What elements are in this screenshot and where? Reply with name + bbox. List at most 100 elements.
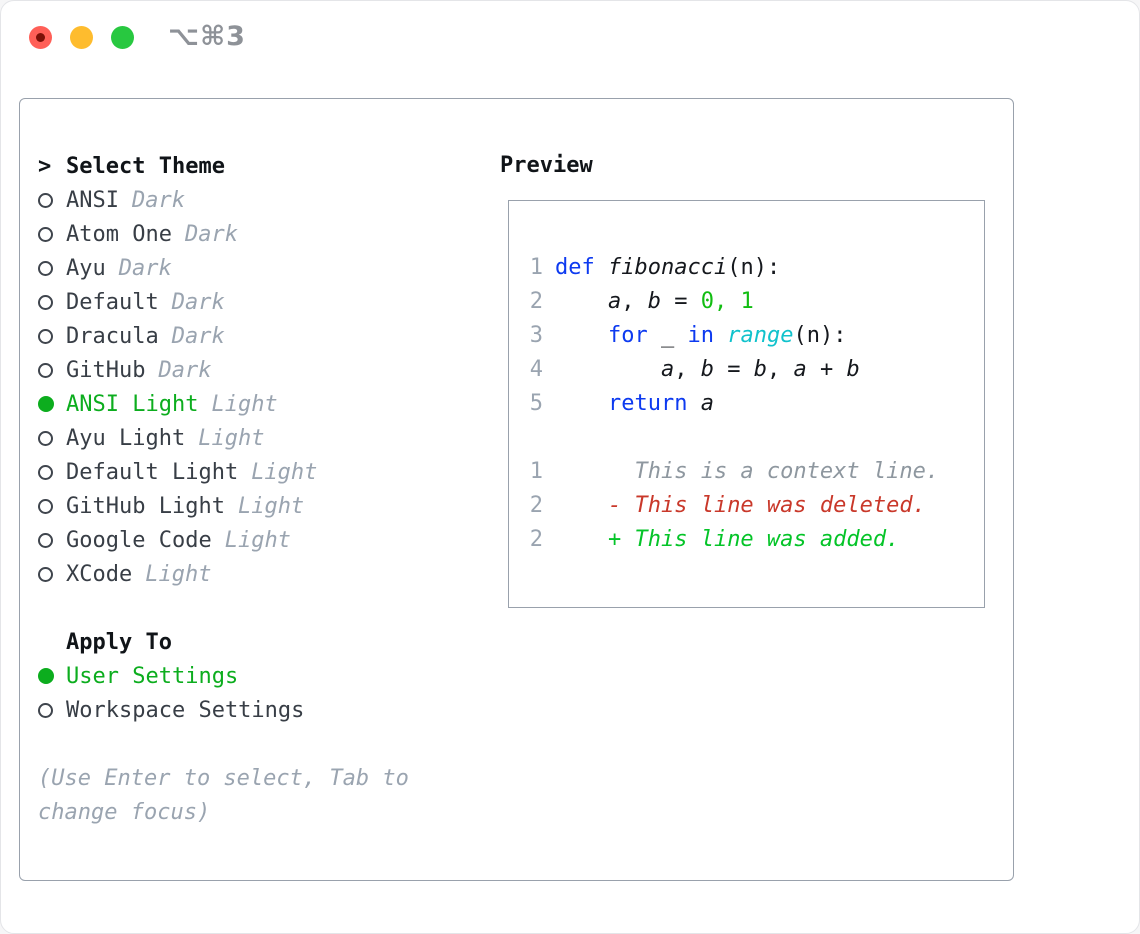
code-segment: - This line was deleted. (607, 493, 926, 518)
code-segment: + This line was added. (607, 527, 900, 552)
code-segment: , (621, 289, 648, 314)
line-content: a, b = 0, 1 (555, 285, 754, 319)
radio-icon (38, 226, 66, 242)
code-segment: = (660, 289, 701, 314)
radio-icon (38, 294, 66, 310)
theme-option-github[interactable]: GitHub Dark (38, 353, 498, 387)
line-number: 5 (529, 391, 543, 416)
radio-icon (38, 362, 53, 378)
preview-diff-added-line: 2 + This line was added. (509, 523, 984, 557)
theme-variant-tag: Dark (158, 357, 212, 383)
zoom-button[interactable] (111, 26, 134, 49)
line-content: return a (555, 387, 714, 421)
code-segment (555, 323, 608, 348)
apply-option-label: Workspace Settings (66, 697, 305, 723)
line-content: This is a context line. (555, 455, 939, 489)
code-segment: a (700, 391, 714, 416)
radio-icon (38, 464, 66, 480)
radio-icon (38, 362, 66, 378)
code-segment: , (674, 357, 701, 382)
hint-line-1: (Use Enter to select, Tab to (38, 765, 409, 791)
code-segment: b (700, 357, 714, 382)
code-segment: in (687, 323, 714, 348)
theme-variant-tag: Light (198, 425, 265, 451)
radio-icon (38, 328, 53, 344)
code-segment: a (607, 289, 622, 314)
code-segment: fibonacci (607, 255, 728, 280)
theme-option-default-light[interactable]: Default Light Light (38, 455, 498, 489)
radio-icon (38, 430, 53, 446)
theme-name: Ayu Light (66, 425, 186, 451)
radio-icon (38, 226, 53, 242)
code-segment: This is a context line. (555, 459, 940, 484)
code-segment (687, 391, 700, 416)
radio-icon (38, 702, 53, 718)
line-content: - This line was deleted. (555, 489, 926, 523)
code-segment (555, 357, 661, 382)
code-segment: , (766, 357, 794, 382)
code-segment: + (806, 357, 847, 382)
line-content: + This line was added. (555, 523, 899, 557)
line-content: a, b = b, a + b (555, 353, 860, 387)
code-segment: (n): (727, 255, 781, 280)
line-number: 1 (529, 459, 543, 484)
radio-icon (38, 464, 53, 480)
line-content: def fibonacci(n): (555, 251, 780, 285)
theme-variant-tag: Light (224, 527, 291, 553)
theme-variant-tag: Light (251, 459, 318, 485)
radio-icon (38, 566, 53, 582)
theme-name: Default (66, 289, 159, 315)
code-segment: b (846, 357, 860, 382)
code-segment: 0, 1 (700, 289, 754, 314)
theme-name: Ayu (66, 255, 106, 281)
theme-name: Default Light (66, 459, 239, 485)
code-segment (555, 391, 608, 416)
theme-name: GitHub (66, 357, 146, 383)
theme-option-ayu-light[interactable]: Ayu Light Light (38, 421, 498, 455)
radio-icon (38, 260, 66, 276)
radio-icon (38, 396, 66, 412)
preview-title: Preview (500, 153, 593, 178)
hint-line-2: change focus) (38, 799, 211, 825)
selected-radio-icon (38, 396, 54, 412)
theme-variant-tag: Light (145, 561, 212, 587)
theme-option-xcode[interactable]: XCode Light (38, 557, 498, 591)
code-segment (555, 493, 608, 518)
preview-code-line: 5 return a (509, 387, 984, 421)
close-button[interactable] (29, 26, 52, 49)
code-segment: for (607, 323, 648, 348)
theme-name: Dracula (66, 323, 159, 349)
preview-blank-line (509, 421, 984, 455)
theme-option-default[interactable]: Default Dark (38, 285, 498, 319)
radio-icon (38, 260, 53, 276)
spacer-row (38, 591, 498, 625)
apply-option-workspace-settings[interactable]: Workspace Settings (38, 693, 498, 727)
theme-variant-tag: Dark (184, 221, 238, 247)
apply-to-header: Apply To (38, 625, 498, 659)
radio-icon (38, 498, 53, 514)
apply-option-user-settings[interactable]: User Settings (38, 659, 498, 693)
theme-variant-tag: Light (211, 391, 278, 417)
select-theme-header: >Select Theme (38, 149, 498, 183)
theme-name: XCode (66, 561, 133, 587)
line-content: for _ in range(n): (555, 319, 846, 353)
code-segment (555, 527, 608, 552)
code-segment: def (555, 255, 608, 280)
radio-icon (38, 328, 66, 344)
line-number: 2 (529, 493, 543, 518)
theme-variant-tag: Dark (131, 187, 185, 213)
line-number: 2 (529, 527, 543, 552)
minimize-button[interactable] (70, 26, 93, 49)
theme-variant-tag: Dark (171, 289, 225, 315)
